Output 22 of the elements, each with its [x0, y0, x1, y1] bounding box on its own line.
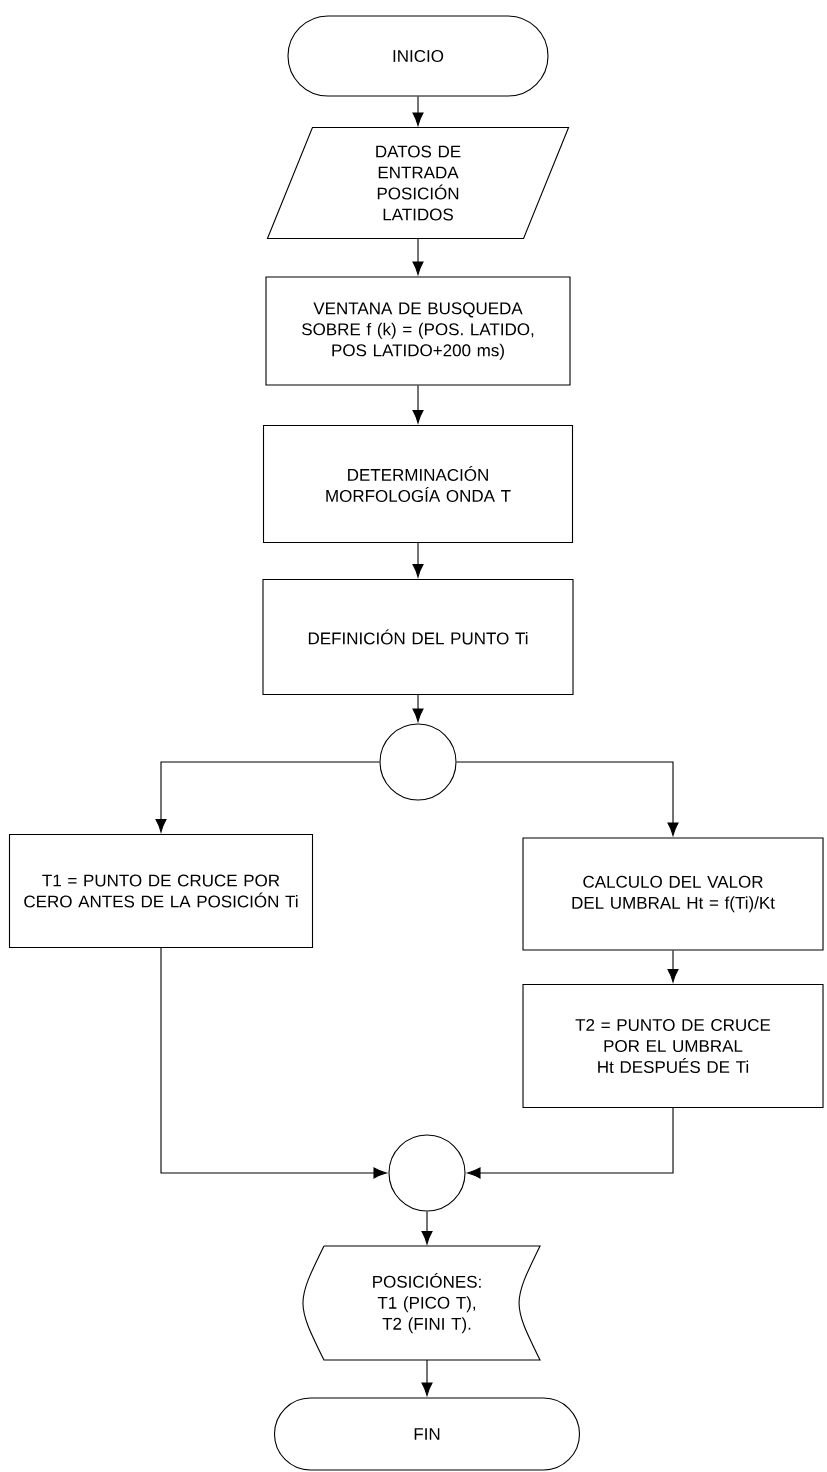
- process-box: CALCULO DEL VALOR DEL UMBRAL Ht = f(Ti)/Kt: [522, 837, 824, 951]
- connector-circle: [388, 1134, 466, 1212]
- input-parallelogram: DATOS DE ENTRADA POSICIÓN LATIDOS: [266, 126, 570, 240]
- arrow: [421, 1359, 433, 1396]
- arrow: [412, 694, 424, 722]
- arrow: [667, 950, 679, 983]
- arrow: [421, 1211, 433, 1245]
- process-box: VENTANA DE BUSQUEDA SOBRE f (k) = (POS. LATIDO, POS LATIDO+200 ms): [265, 276, 571, 386]
- arrow: [456, 761, 679, 836]
- arrow: [160, 947, 387, 1179]
- arrow: [155, 761, 380, 833]
- process-box: T2 = PUNTO DE CRUCE POR EL UMBRAL Ht DESPUÉS DE Ti: [522, 983, 824, 1109]
- stored-data-shape: POSICIÓNES: T1 (PICO T), T2 (FINI T).: [302, 1245, 541, 1361]
- arrow: [412, 385, 424, 424]
- process-box: DEFINICIÓN DEL PUNTO Ti: [262, 578, 574, 696]
- arrow: [467, 1107, 674, 1179]
- arrow: [412, 96, 424, 126]
- arrow: [412, 542, 424, 578]
- process-box: T1 = PUNTO DE CRUCE POR CERO ANTES DE LA POSICIÓN Ti: [8, 833, 314, 949]
- connector-circle: [379, 723, 457, 801]
- arrow: [412, 238, 424, 275]
- process-box: DETERMINACIÓN MORFOLOGÍA ONDA T: [262, 424, 574, 544]
